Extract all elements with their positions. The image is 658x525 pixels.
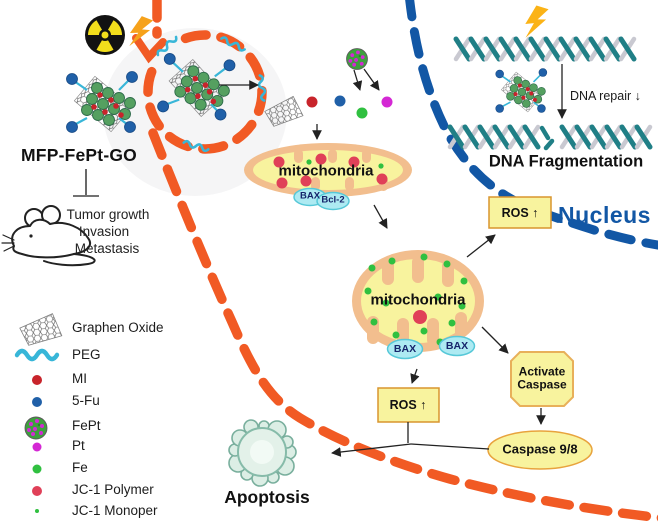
nucleus-label: Nucleus xyxy=(558,202,651,228)
mouse-icon xyxy=(1,205,96,267)
nanoparticle-cluster xyxy=(65,70,139,134)
pt-dot-free xyxy=(381,96,393,108)
fept-sphere-icon xyxy=(24,416,48,440)
apoptosis-arrow xyxy=(331,443,412,457)
apoptotic-cell xyxy=(228,419,297,487)
lightning-icon-nucleus xyxy=(525,5,549,38)
red-dot-icon xyxy=(32,375,42,385)
caspase-ellipse xyxy=(487,430,593,470)
ros-label-nucleus: ROS ↑ xyxy=(501,205,539,220)
lightning-icon xyxy=(129,16,154,47)
dna-fragmentation-label: DNA Fragmentation xyxy=(488,152,644,171)
bax-bubble-2 xyxy=(386,338,424,360)
apoptosis-label: Apoptosis xyxy=(224,486,310,507)
mitochondria-1 xyxy=(244,143,412,197)
activate-caspase-label: Activate Caspase xyxy=(517,364,567,392)
fu-dot-free xyxy=(334,95,346,107)
dna-intact xyxy=(456,39,634,59)
bcl2-bubble xyxy=(316,191,350,211)
bax-label-3: BAX xyxy=(445,339,469,352)
caspase-label: Caspase 9/8 xyxy=(502,441,578,457)
peg-wave-icon xyxy=(17,351,57,359)
legend-item-jc1-monomer: JC-1 Monoper xyxy=(72,503,158,519)
mitochondria-2 xyxy=(352,250,484,352)
legend-item-jc1-polymer: JC-1 Polymer xyxy=(72,482,154,498)
effect-tumor-growth: Tumor growth xyxy=(66,207,150,223)
magenta-dot-icon xyxy=(32,442,42,452)
mi-dot-free xyxy=(306,96,318,108)
dna-repair-label: DNA repair ↓ xyxy=(570,89,641,103)
legend-icons xyxy=(17,312,63,513)
bax-label-1: BAX xyxy=(299,190,321,202)
nucleus-membrane xyxy=(405,0,658,250)
nanoparticle-cluster-nucleus xyxy=(494,67,548,114)
membrane-curve xyxy=(148,128,658,523)
inhibition-tbar xyxy=(73,169,99,197)
compound-label: MFP-FePt-GO xyxy=(21,144,137,165)
jc1-monomer-dot-icon xyxy=(35,509,39,513)
ros-box-nucleus xyxy=(488,196,552,229)
membrane-entry-arrow xyxy=(132,34,167,64)
radiation-icon xyxy=(85,15,125,55)
activate-caspase-octagon xyxy=(510,351,574,407)
fept-sphere-free xyxy=(346,48,368,70)
blue-dot-icon xyxy=(32,397,42,407)
effect-metastasis: Metastasis xyxy=(74,241,140,257)
endosome-membrane xyxy=(143,30,267,154)
legend-item-5fu: 5-Fu xyxy=(72,393,100,409)
legend-item-mi: MI xyxy=(72,371,87,387)
legend-item-fe: Fe xyxy=(72,460,88,476)
bcl2-label: Bcl-2 xyxy=(321,194,345,206)
legend-item-peg: PEG xyxy=(72,347,101,363)
effect-invasion: Invasion xyxy=(78,224,130,240)
graphene-icon xyxy=(18,312,63,347)
jc1-polymer-dot-icon xyxy=(32,486,42,496)
cell-membrane xyxy=(132,0,658,523)
fe-dot-free xyxy=(356,107,368,119)
bax-label-2: BAX xyxy=(393,342,417,355)
bax-bubble-3 xyxy=(438,335,476,357)
legend-item-graphene: Graphen Oxide xyxy=(72,320,164,336)
mitochondria-2-label: mitochondria xyxy=(370,291,466,309)
ros-box-cytoplasm xyxy=(377,387,440,423)
dna-fragmented xyxy=(450,127,650,151)
mitochondria-1-label: mitochondria xyxy=(278,162,374,180)
legend-item-pt: Pt xyxy=(72,438,85,454)
ros-label-cytoplasm: ROS ↑ xyxy=(389,397,427,412)
flow-arrows xyxy=(219,64,567,457)
green-dot-icon xyxy=(32,464,42,474)
legend-item-fept: FePt xyxy=(72,418,101,434)
